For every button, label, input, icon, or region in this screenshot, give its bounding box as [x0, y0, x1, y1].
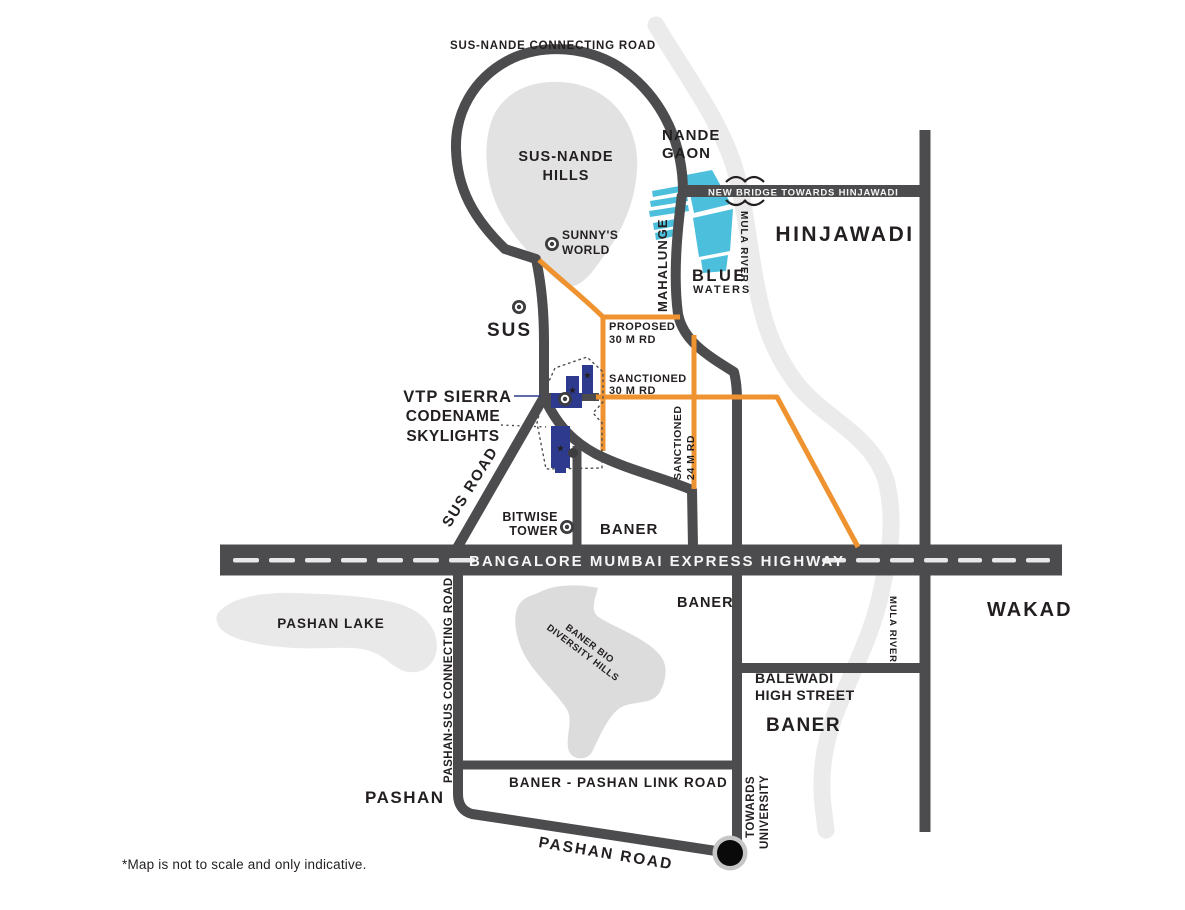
label-wakad: WAKAD: [987, 599, 1073, 621]
highway-dashes: [233, 558, 1050, 563]
baner-bio-hills-shape: [515, 585, 666, 759]
label-waters: WATERS: [693, 284, 751, 296]
road-network: [220, 44, 1062, 856]
site-boundary-dotted: [536, 356, 604, 470]
label-sus-nande-connecting-road: SUS-NANDE CONNECTING ROAD: [450, 40, 656, 52]
label-sus-nande-hills: HILLS: [543, 168, 590, 184]
label-sus: SUS: [487, 320, 532, 341]
codename-skylights-building: [555, 466, 566, 473]
label-sus-nande-hills: SUS-NANDE: [518, 149, 613, 165]
label-proposed-30m: PROPOSED: [609, 321, 675, 333]
vtp-sierra-marker: [558, 392, 572, 406]
logo-tower-base: [701, 255, 728, 273]
sanctioned-30m-road: [596, 394, 861, 549]
logo-tower-mid: [693, 209, 733, 257]
label-express-highway: BANGALORE MUMBAI EXPRESS HIGHWAY: [469, 553, 845, 570]
label-sunnys-world: WORLD: [562, 243, 610, 257]
site-dot: [568, 448, 578, 458]
vtp-sierra-building: [582, 365, 593, 394]
star-icon: ★: [557, 444, 565, 453]
star-icon: ★: [584, 371, 592, 380]
sus-nande-loop-road: [450, 44, 689, 399]
map-footnote: *Map is not to scale and only indicative…: [122, 857, 367, 872]
bitwise-tower-marker: [560, 520, 574, 534]
sus-nande-hills-shape: [486, 81, 638, 287]
building-star-icons: ★ ★ ★: [557, 371, 592, 453]
label-balewadi-high-street: BALEWADI: [755, 670, 834, 686]
proposed-30m-road: [537, 258, 680, 320]
pashan-lake-shape: [216, 592, 437, 673]
label-pashan-lake: PASHAN LAKE: [277, 616, 385, 631]
codename-skylights-building: [551, 426, 570, 468]
label-pashan: PASHAN: [365, 788, 445, 807]
label-codename-skylights: CODENAME: [406, 408, 500, 425]
label-blue: BLUE: [692, 267, 747, 285]
label-sanctioned-30m: SANCTIONED: [609, 373, 687, 385]
label-bitwise-tower: BITWISE: [502, 510, 558, 524]
label-sanctioned-24m: 24 M RD: [685, 435, 697, 480]
label-sanctioned-30m: 30 M RD: [609, 385, 656, 397]
label-mula-river-bottom: MULA RIVER: [887, 596, 898, 663]
poi-markers: [512, 237, 748, 871]
label-mahalunge: MAHALUNGE: [655, 219, 670, 313]
label-mula-river-top: MULA RIVER: [738, 211, 749, 283]
orange-roads: [537, 258, 861, 549]
star-icon: ★: [569, 386, 577, 395]
university-marker: [712, 835, 748, 871]
site-to-baner-road: [539, 394, 698, 548]
logo-stripe-1: [652, 185, 686, 197]
sus-road: [452, 394, 549, 551]
label-sanctioned-24m: SANCTIONED: [672, 406, 684, 480]
label-towards-university: TOWARDS: [745, 776, 757, 838]
pashan-sus-and-pashan-road: [453, 573, 717, 856]
sus-marker: [512, 300, 526, 314]
label-towards-university: UNIVERSITY: [759, 775, 771, 849]
label-baner-mid: BANER: [600, 521, 658, 538]
codename-leader-dotted: [500, 424, 547, 428]
sunnys-world-marker: [545, 237, 559, 251]
label-baner-pashan-link-road: BANER - PASHAN LINK ROAD: [509, 775, 728, 790]
label-new-bridge: NEW BRIDGE TOWARDS HINJAWADI: [708, 188, 899, 199]
label-vtp-sierra: VTP SIERRA: [403, 388, 512, 406]
label-hinjawadi: HINJAWADI: [775, 223, 914, 246]
label-baner-big: BANER: [766, 715, 841, 736]
mula-river: [647, 16, 900, 839]
label-balewadi-high-street: HIGH STREET: [755, 687, 855, 703]
label-baner-below: BANER: [677, 595, 734, 611]
label-bitwise-tower: TOWER: [509, 524, 558, 538]
label-sunnys-world: SUNNY'S: [562, 228, 618, 242]
label-pashan-sus-road: PASHAN-SUS CONNECTING ROAD: [443, 577, 455, 783]
label-nande-gaon: NANDE: [662, 127, 720, 144]
label-proposed-30m: 30 M RD: [609, 334, 656, 346]
bridge-marks-icon: [725, 175, 765, 207]
label-nande-gaon: GAON: [662, 145, 711, 162]
label-codename-skylights: SKYLIGHTS: [406, 428, 499, 445]
